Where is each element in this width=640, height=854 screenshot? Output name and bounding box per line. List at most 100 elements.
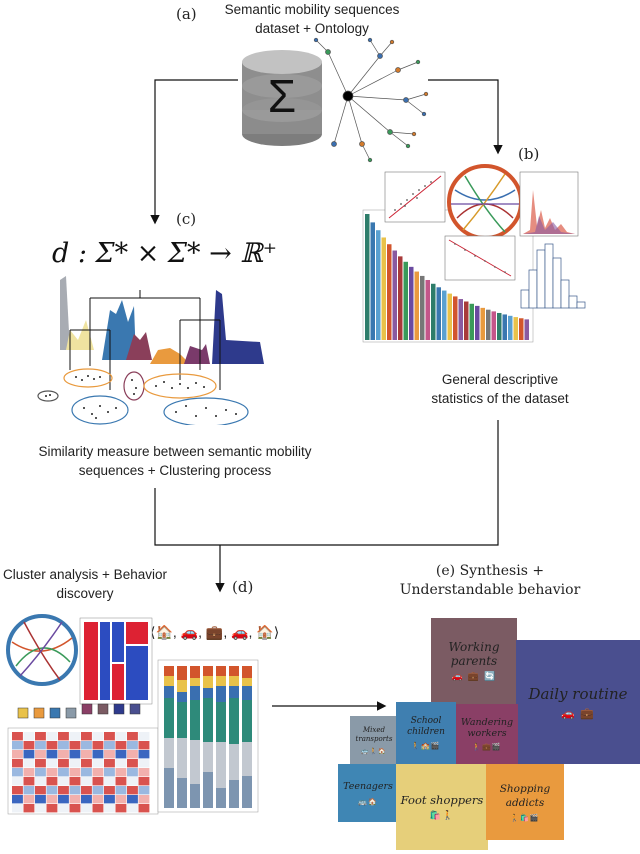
table-cell <box>138 804 150 813</box>
table-cell <box>69 768 81 777</box>
dendrogram <box>69 290 221 390</box>
stacked-bar-chart <box>157 659 259 813</box>
table-cell <box>12 768 23 777</box>
table-cell <box>127 768 138 777</box>
bar-chart-thumbnail <box>362 209 534 343</box>
cluster-ellipses <box>37 368 249 425</box>
thumbnail-bar <box>447 293 452 340</box>
thumbnail-bar <box>436 287 441 340</box>
thumbnail-bar <box>497 312 502 340</box>
stacked-segment <box>164 698 174 738</box>
thumbnail-bar <box>409 266 414 340</box>
stacked-segment <box>190 686 200 700</box>
thumbnail-bar <box>475 305 480 340</box>
stacked-segment <box>177 702 187 738</box>
table-cell <box>138 786 150 795</box>
table-cell <box>58 795 69 804</box>
stacked-segment <box>164 666 174 676</box>
table-cell <box>81 732 92 741</box>
stacked-segment <box>216 702 226 742</box>
panel-c-caption: Similarity measure between semantic mobi… <box>0 442 350 480</box>
table-cell <box>104 786 115 795</box>
panel-c-caption-line2: sequences + Clustering process <box>78 463 272 478</box>
tile-label: School children <box>407 716 445 737</box>
table-cell <box>104 795 115 804</box>
tile-icons: 🚶💼🎬 <box>472 743 502 751</box>
thumbnail-bar <box>508 315 513 340</box>
table-cell <box>81 777 92 786</box>
table-cell <box>58 786 69 795</box>
tile-daily-routine: Daily routine 🚗 💼 <box>516 640 640 764</box>
table-cell <box>138 768 150 777</box>
panel-b-letter: (b) <box>518 145 540 163</box>
panel-e-caption-line1: (e) Synthesis + <box>435 563 545 579</box>
table-cell <box>35 768 46 777</box>
table-cell <box>35 777 46 786</box>
tile-icons: 🛍️🚶 <box>429 811 455 821</box>
table-cell <box>115 732 127 741</box>
table-cell <box>115 795 127 804</box>
cluster-analysis-graphic <box>6 614 259 815</box>
table-cell <box>81 750 92 759</box>
cluster-points <box>45 375 237 419</box>
tile-icons: 🚶🛍️🎬 <box>510 814 540 822</box>
stacked-segment <box>203 676 213 688</box>
descriptive-statistics-graphic <box>362 164 586 343</box>
table-cell <box>46 804 58 813</box>
table-cell <box>58 768 69 777</box>
panel-d-caption-line1: Cluster analysis + Behavior <box>3 567 167 582</box>
stacked-segment <box>203 688 213 698</box>
table-cell <box>35 804 46 813</box>
table-cell <box>12 759 23 768</box>
tile-icons: 🚌🏠 <box>358 798 378 806</box>
stacked-segment <box>177 680 187 692</box>
tile-foot-shoppers: Foot shoppers 🛍️🚶 <box>396 764 488 850</box>
stacked-segment <box>229 666 239 676</box>
thumbnail-bar <box>420 275 425 340</box>
panel-e-caption-line2: Understandable behavior <box>399 582 581 598</box>
table-cell <box>35 750 46 759</box>
table-cell <box>35 759 46 768</box>
table-cell <box>12 786 23 795</box>
table-cell <box>115 750 127 759</box>
panel-c-caption-line1: Similarity measure between semantic mobi… <box>38 444 312 459</box>
thumbnail-bar <box>502 314 507 340</box>
tile-icons: 🚶🏫🎬 <box>411 742 441 750</box>
panel-c-letter: (c) <box>176 210 197 228</box>
table-cell <box>23 750 35 759</box>
table-cell <box>92 804 104 813</box>
histogram-thumbnail <box>520 243 586 309</box>
table-cell <box>81 741 92 750</box>
table-cell <box>92 777 104 786</box>
table-cell <box>69 786 81 795</box>
chord-diagram-d <box>6 614 78 686</box>
clustering-graphic <box>37 276 264 425</box>
sequence-example: ⟨🏠, 🚗, 💼, 🚗, 🏠⟩ <box>150 624 280 640</box>
panel-a-title-line2: dataset + Ontology <box>255 21 369 36</box>
table-cell <box>12 732 23 741</box>
thumbnail-bar <box>442 290 447 340</box>
connector-c-down <box>154 488 220 546</box>
thumbnail-bar <box>425 279 430 340</box>
table-cell <box>127 732 138 741</box>
panel-a-letter: (a) <box>176 5 197 23</box>
database-icon: Σ <box>242 50 322 146</box>
table-cell <box>23 786 35 795</box>
table-cell <box>127 750 138 759</box>
density-thumbnail <box>519 171 579 237</box>
table-cell <box>23 804 35 813</box>
table-cell <box>115 759 127 768</box>
table-cell <box>127 741 138 750</box>
thumbnail-bar <box>387 244 392 340</box>
panel-d-caption: Cluster analysis + Behavior discovery <box>0 565 170 603</box>
table-cell <box>69 750 81 759</box>
table-cell <box>46 750 58 759</box>
stacked-segment <box>229 780 239 808</box>
table-cell <box>81 804 92 813</box>
panel-b-caption-line2: statistics of the dataset <box>431 391 569 406</box>
table-cell <box>138 741 150 750</box>
table-cell <box>23 768 35 777</box>
table-cell <box>138 759 150 768</box>
stacked-segment <box>203 698 213 742</box>
tile-label: Teenagers <box>343 781 393 792</box>
